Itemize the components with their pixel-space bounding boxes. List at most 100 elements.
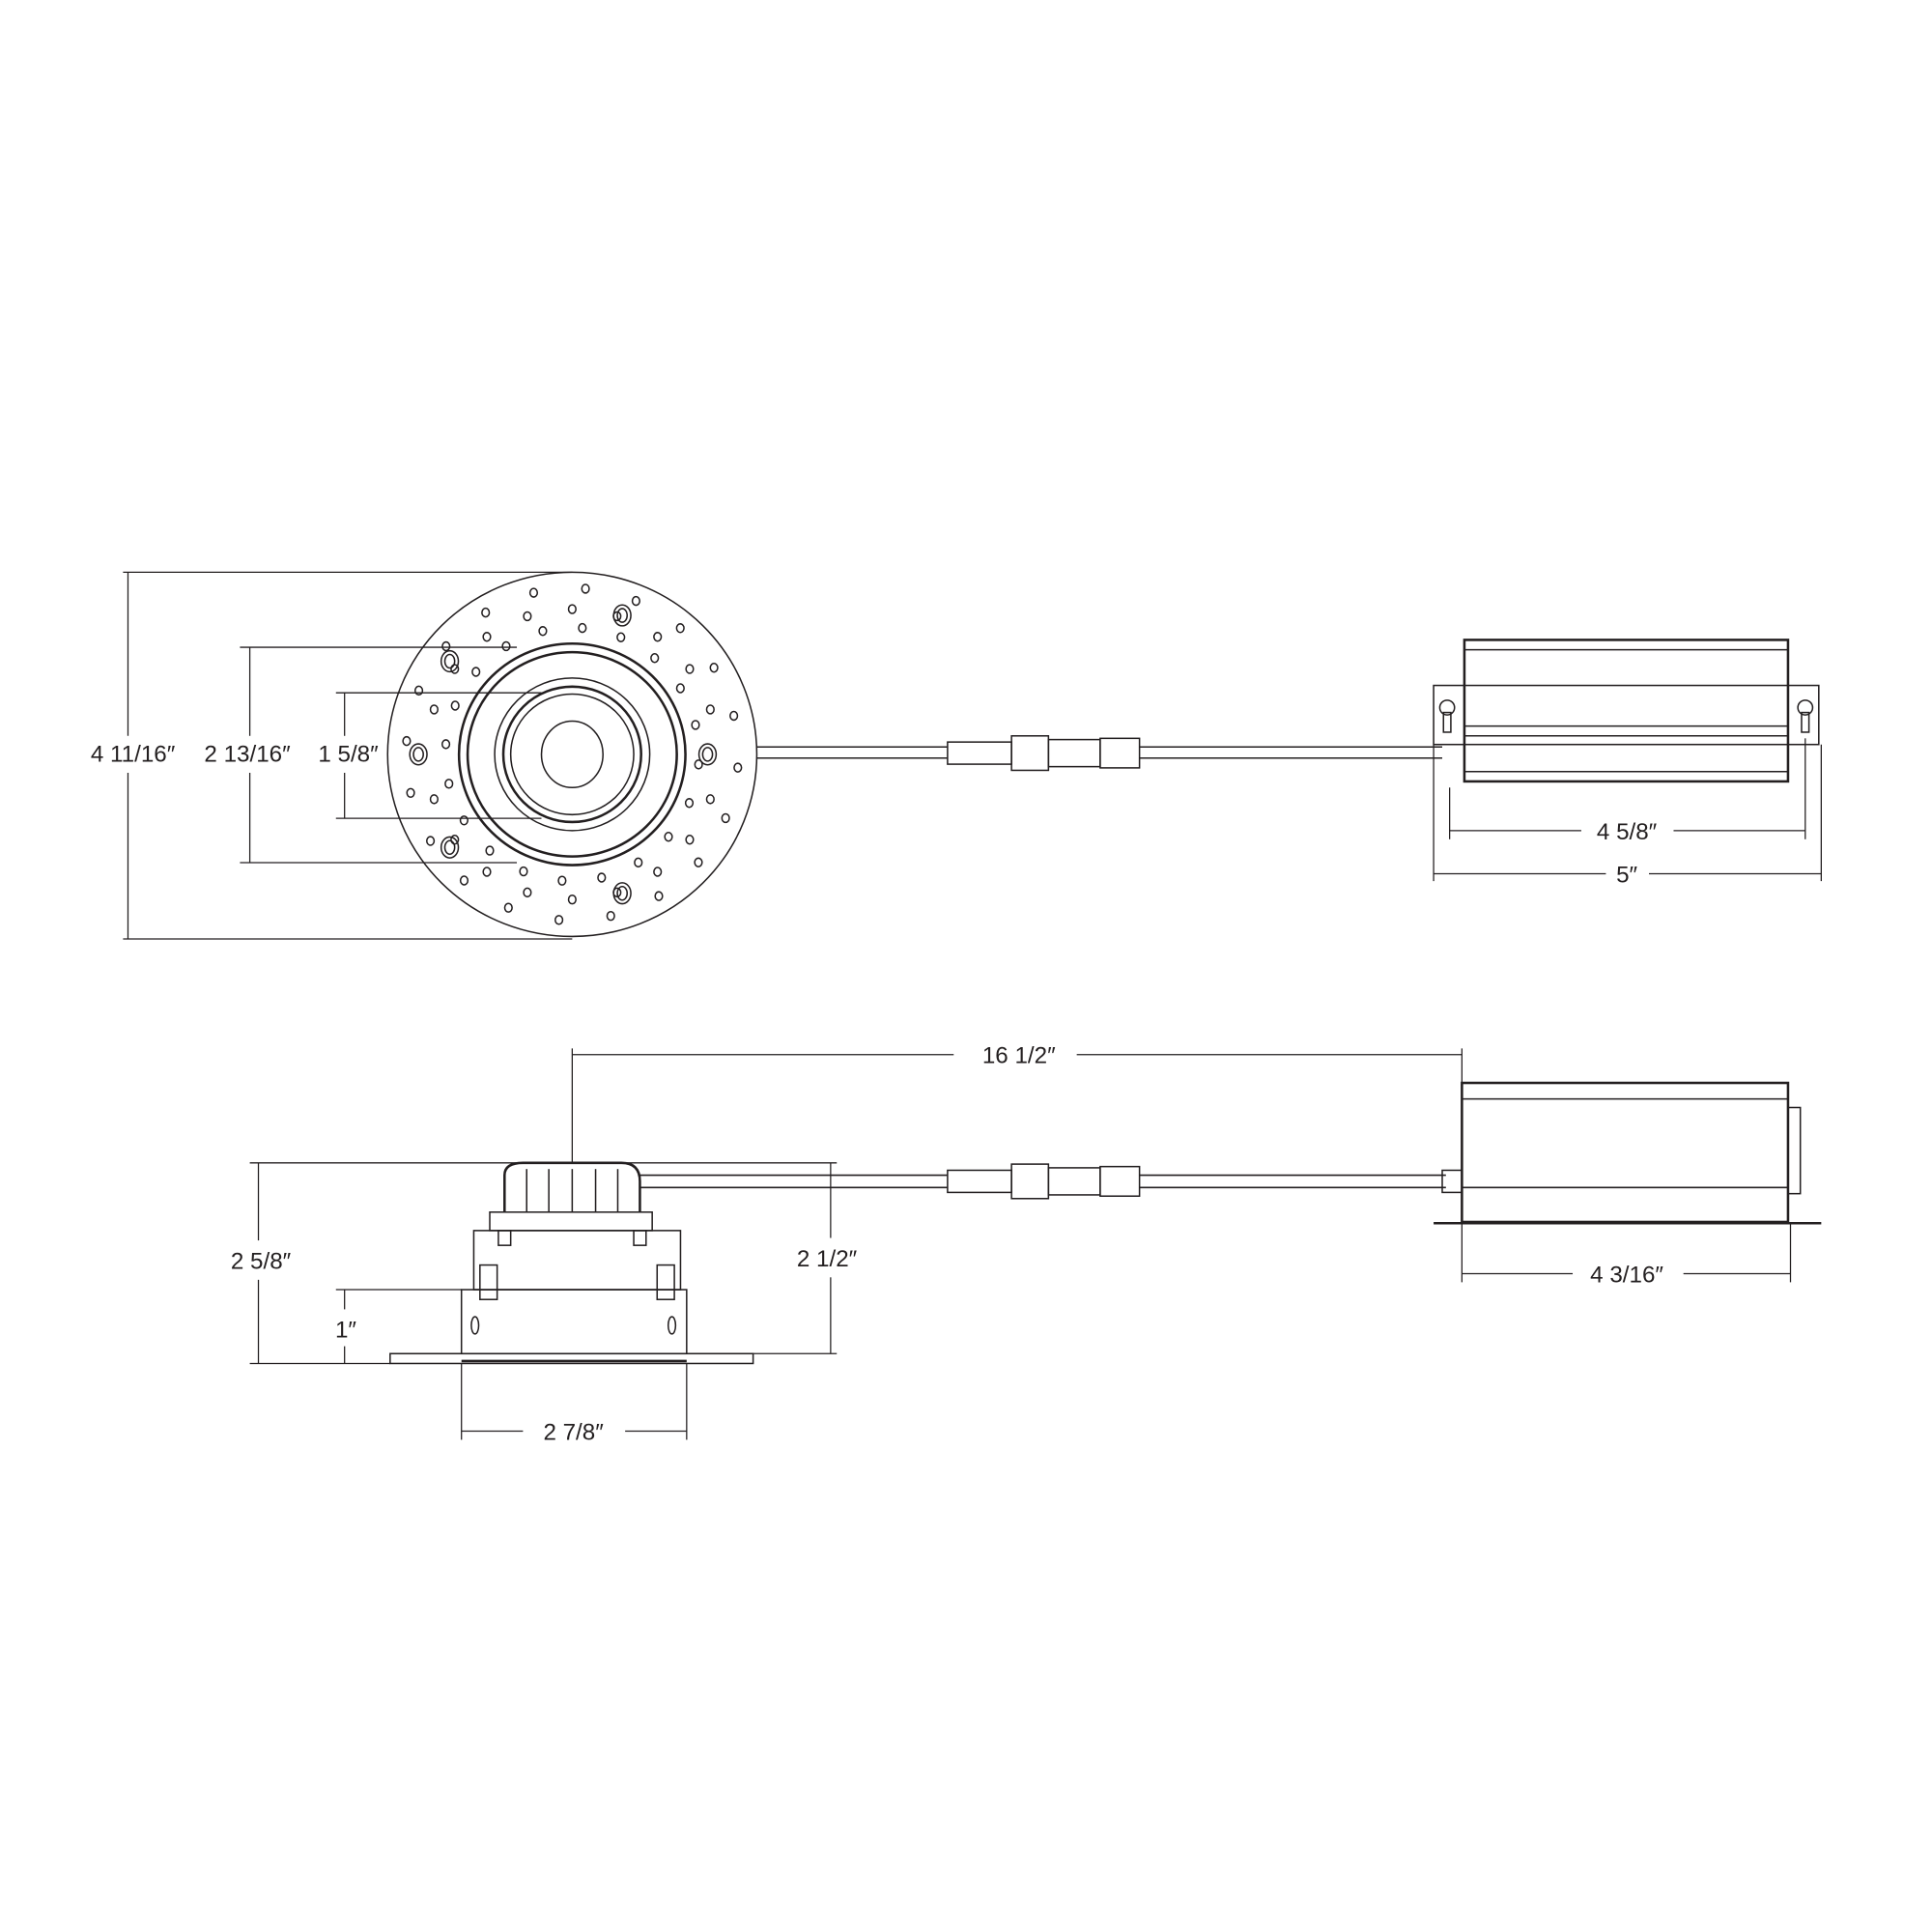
- perforation-hole: [429, 704, 439, 715]
- connector-female: [1047, 738, 1101, 768]
- perforation-hole: [653, 867, 663, 877]
- connector-body: [1010, 1163, 1050, 1200]
- perforation-hole: [402, 735, 412, 747]
- mounting-hole: [616, 885, 628, 901]
- keyhole-icon: [1438, 699, 1456, 733]
- dim-housing-height: 2 1/2″: [797, 1246, 858, 1272]
- mounting-hole: [440, 649, 460, 673]
- keyhole-icon: [1797, 699, 1814, 733]
- dim-driver-overall-length: 5″: [1616, 862, 1637, 888]
- mounting-hole: [612, 604, 632, 627]
- perforation-hole: [606, 910, 615, 922]
- mounting-hole: [443, 839, 456, 856]
- perforation-hole: [705, 794, 715, 805]
- perforation-hole: [429, 794, 439, 805]
- mounting-hole: [443, 653, 456, 669]
- perforation-hole: [694, 759, 703, 770]
- dim-trim-width: 2 7/8″: [543, 1419, 604, 1445]
- perforation-hole: [459, 815, 469, 826]
- perforation-hole: [426, 836, 436, 846]
- connector-female: [1047, 1167, 1101, 1196]
- side-view-cable: [639, 1163, 1463, 1200]
- trim-ring: [466, 650, 678, 858]
- perforation-hole: [597, 872, 607, 883]
- perforation-hole: [482, 632, 492, 642]
- perforation-hole: [485, 845, 495, 856]
- gimbal-ring: [494, 677, 651, 832]
- perforation-hole: [694, 857, 703, 867]
- perforation-hole: [675, 683, 685, 694]
- perforation-hole: [578, 622, 587, 634]
- dim-trim-diameter: 2 13/16″: [204, 742, 291, 768]
- dim-driver-body-length: 4 5/8″: [1597, 819, 1658, 845]
- mounting-hole: [697, 743, 718, 766]
- perforation-hole: [684, 798, 695, 809]
- perforation-holes: [402, 583, 743, 925]
- perforation-hole: [705, 704, 715, 715]
- side-view-driver: [1434, 1081, 1822, 1225]
- mounting-hole: [612, 882, 632, 905]
- driver-mount-flange: [1433, 684, 1820, 746]
- perforation-hole: [503, 902, 513, 913]
- perforation-hole: [557, 875, 567, 886]
- perforation-hole: [538, 626, 548, 637]
- perforation-hole: [459, 875, 469, 886]
- driver-box: [1463, 639, 1790, 783]
- perforation-hole: [444, 779, 454, 789]
- perforation-hole: [440, 739, 451, 750]
- dim-aperture-diameter: 1 5/8″: [318, 742, 379, 768]
- reflector-ring: [509, 693, 635, 816]
- dim-cable-length: 16 1/2″: [982, 1043, 1056, 1069]
- mounting-hole: [409, 743, 428, 766]
- mounting-hole: [616, 608, 628, 623]
- gimbal-ring-inner: [501, 685, 642, 824]
- connector-ribbed-grip: [1099, 737, 1141, 769]
- housing-body: [472, 1230, 682, 1291]
- perforation-hole: [528, 587, 539, 598]
- perforation-hole: [691, 720, 700, 730]
- perforation-hole: [616, 632, 626, 642]
- perforation-hole: [519, 866, 528, 877]
- dim-trim-depth: 1″: [335, 1318, 356, 1344]
- perforation-hole: [523, 887, 532, 898]
- fixture-flange-outline: [386, 571, 758, 938]
- perforation-hole: [481, 607, 491, 618]
- perforation-hole: [581, 583, 590, 594]
- mounting-hole: [412, 747, 424, 762]
- top-view-driver: [1433, 639, 1820, 783]
- perforation-hole: [482, 867, 492, 877]
- perforation-hole: [471, 667, 481, 677]
- perforation-hole: [450, 700, 460, 711]
- connector-body: [1010, 735, 1050, 772]
- perforation-hole: [685, 835, 695, 845]
- side-view-dimensions: [249, 1048, 1792, 1440]
- perforation-hole: [721, 812, 730, 824]
- dim-overall-height: 2 5/8″: [231, 1248, 292, 1274]
- perforation-hole: [650, 653, 660, 664]
- perforation-hole: [653, 632, 663, 642]
- perforation-hole: [709, 663, 719, 673]
- dim-driver-length: 4 3/16″: [1590, 1262, 1663, 1288]
- driver-box-side: [1461, 1081, 1790, 1224]
- perforation-hole: [654, 891, 664, 901]
- perforation-hole: [567, 894, 577, 905]
- perforation-hole: [567, 604, 577, 614]
- perforation-hole: [441, 640, 451, 652]
- side-view-fixture: [389, 1161, 754, 1365]
- connector-ribbed-grip: [1099, 1165, 1141, 1197]
- perforation-hole: [634, 857, 643, 868]
- top-view-fixture: [386, 571, 758, 938]
- perforation-hole: [501, 640, 511, 652]
- connector-male: [947, 1169, 1012, 1194]
- mounting-hole: [701, 747, 714, 762]
- perforation-hole: [413, 685, 424, 696]
- heatsink-base: [489, 1211, 653, 1232]
- perforation-hole: [664, 832, 673, 842]
- perforation-hole: [631, 595, 640, 607]
- perforation-hole: [729, 710, 739, 722]
- top-view-dimensions: [123, 571, 1822, 940]
- trim-ring-outer: [457, 641, 687, 867]
- perforation-hole: [685, 664, 695, 674]
